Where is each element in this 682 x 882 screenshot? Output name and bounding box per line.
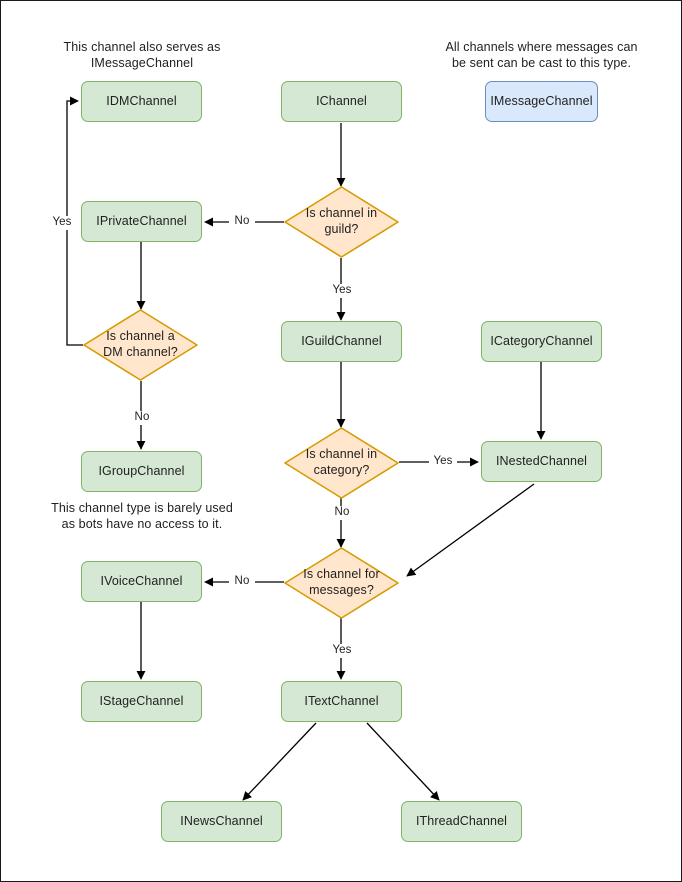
diamond-shape [284,547,399,619]
decision-label: Is channel for messages? [295,567,387,598]
edge-label-guild-yes: Yes [328,284,356,298]
node-ivoice-channel[interactable]: IVoiceChannel [81,561,202,602]
node-ichannel[interactable]: IChannel [281,81,402,122]
decision-line-2: messages? [309,583,374,597]
decision-label: Is channel in guild? [298,206,385,237]
decision-line-1: Is channel in [305,447,378,462]
edge-label-messages-yes: Yes [328,644,356,658]
decision-line-2: guild? [324,222,359,236]
decision-label: Is channel in category? [298,447,385,478]
node-iprivate-channel[interactable]: IPrivateChannel [81,201,202,242]
edge-label-guild-no: No [229,215,255,229]
edge-label-messages-no: No [229,575,255,589]
decision-line-1: Is channel for [303,567,380,582]
decision-label: Is channel a DM channel? [95,329,186,360]
node-idm-channel[interactable]: IDMChannel [81,81,202,122]
node-icategory-channel[interactable]: ICategoryChannel [481,321,602,362]
diamond-shape [284,427,399,499]
decision-is-channel-in-category[interactable]: Is channel in category? [284,427,399,499]
note-message-channel: This channel also serves as IMessageChan… [63,40,221,71]
decision-is-channel-a-dm-channel[interactable]: Is channel a DM channel? [83,309,198,381]
note-cast-type: All channels where messages can be sent … [445,40,638,71]
edge-label-dm-yes: Yes [48,216,76,230]
node-imessage-channel[interactable]: IMessageChannel [485,81,598,122]
node-istage-channel[interactable]: IStageChannel [81,681,202,722]
node-itext-channel[interactable]: ITextChannel [281,681,402,722]
diamond-shape [83,309,198,381]
decision-line-2: category? [313,463,370,477]
note-group-channel: This channel type is barely used as bots… [51,501,233,532]
decision-line-2: DM channel? [103,345,178,359]
decision-line-1: Is channel a [106,329,175,344]
node-ithread-channel[interactable]: IThreadChannel [401,801,522,842]
edge-itextchannel-to-ithreadchannel [366,722,440,801]
decision-is-channel-in-guild[interactable]: Is channel in guild? [284,186,399,258]
decision-line-1: Is channel in [305,206,378,221]
node-inested-channel[interactable]: INestedChannel [481,441,602,482]
diamond-shape [284,186,399,258]
node-iguild-channel[interactable]: IGuildChannel [281,321,402,362]
decision-is-channel-for-messages[interactable]: Is channel for messages? [284,547,399,619]
node-inews-channel[interactable]: INewsChannel [161,801,282,842]
edge-itextchannel-to-inewschannel [242,722,317,801]
edge-label-category-no: No [329,506,355,520]
edge-label-dm-no: No [129,411,155,425]
edge-label-category-yes: Yes [429,455,457,469]
node-igroup-channel[interactable]: IGroupChannel [81,451,202,492]
edge-inestedchannel-to-messages-decision [406,483,535,577]
